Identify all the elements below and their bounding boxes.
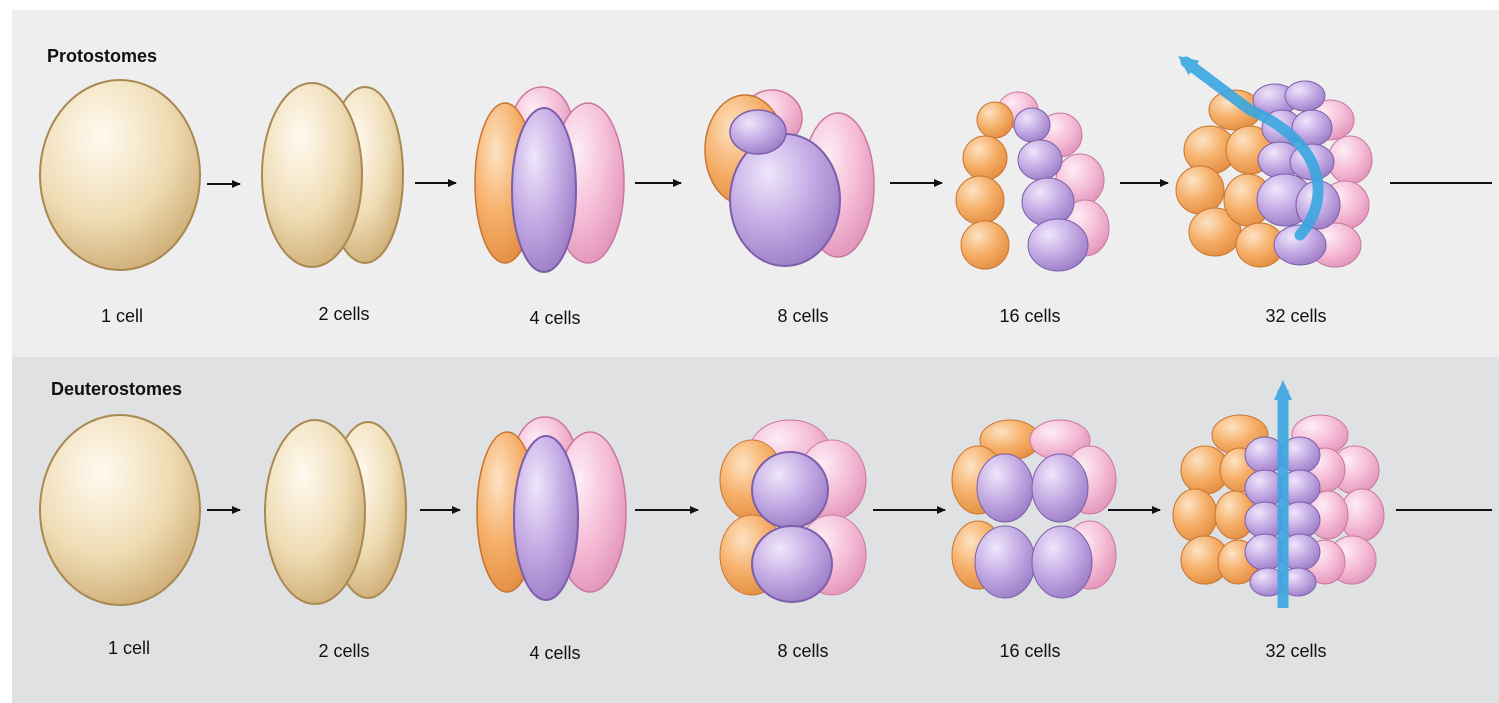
proto-32-cells [1176, 81, 1372, 267]
deuterostome-embryos [40, 390, 1384, 608]
proto-2-cells [262, 83, 362, 267]
deut-label-4: 4 cells [529, 643, 580, 664]
proto-8-cells [730, 134, 840, 266]
deut-label-32: 32 cells [1265, 641, 1326, 662]
deuterostomes-title: Deuterostomes [51, 379, 182, 400]
proto-label-2: 2 cells [318, 304, 369, 325]
deut-label-8: 8 cells [777, 641, 828, 662]
proto-label-16: 16 cells [999, 306, 1060, 327]
proto-label-1: 1 cell [101, 306, 143, 327]
proto-label-32: 32 cells [1265, 306, 1326, 327]
proto-label-8: 8 cells [777, 306, 828, 327]
proto-4-cells [512, 108, 576, 272]
protostome-embryos [40, 62, 1372, 272]
deut-1-cell [40, 415, 200, 605]
deut-label-16: 16 cells [999, 641, 1060, 662]
deut-label-2: 2 cells [318, 641, 369, 662]
protostomes-title: Protostomes [47, 46, 157, 67]
proto-16-cells [956, 92, 1109, 271]
deut-4-cells [514, 436, 578, 600]
deut-label-1: 1 cell [108, 638, 150, 659]
deut-8-cells [720, 420, 866, 602]
proto-label-4: 4 cells [529, 308, 580, 329]
deut-16-cells [952, 420, 1116, 598]
proto-1-cell [40, 80, 200, 270]
deut-2-cells [265, 420, 365, 604]
